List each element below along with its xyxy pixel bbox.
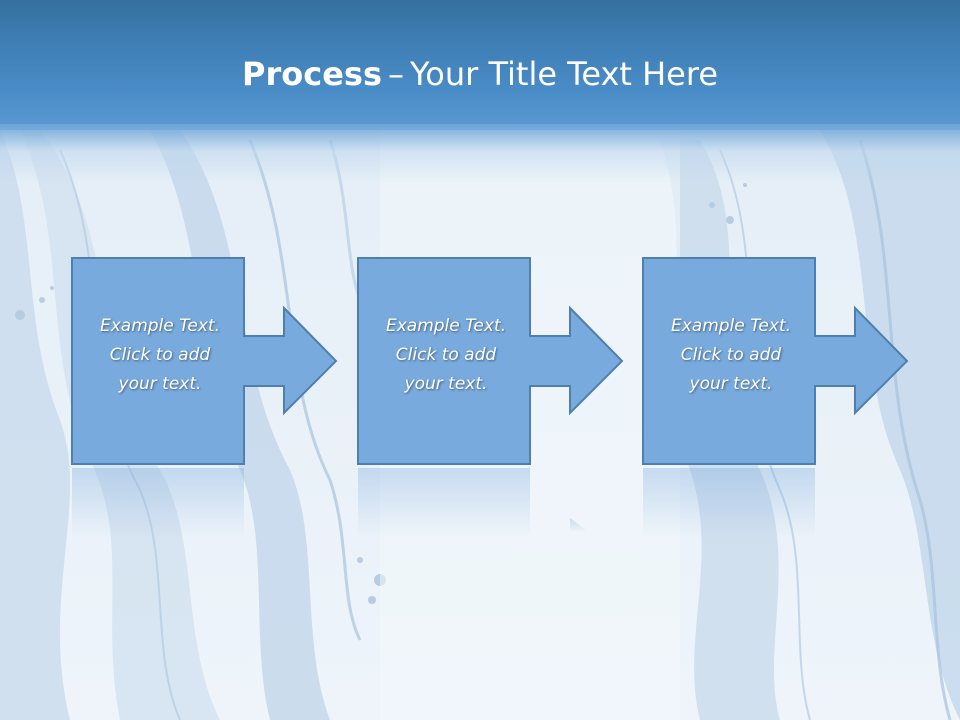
step-text[interactable]: Example Text. Click to add your text. <box>360 312 532 399</box>
step-text-line: Example Text. <box>99 316 221 336</box>
step-text-line: your text. <box>689 374 773 394</box>
title-bold-word: Process <box>242 55 382 93</box>
arrow-box-shape <box>642 257 909 538</box>
step-text-line: Example Text. <box>385 316 507 336</box>
step-text-line: your text. <box>404 374 488 394</box>
process-step-3[interactable]: Example Text. Click to add your text. <box>641 256 931 556</box>
title-separator: – <box>387 55 404 93</box>
step-text[interactable]: Example Text. Click to add your text. <box>74 312 246 399</box>
step-text[interactable]: Example Text. Click to add your text. <box>645 312 817 399</box>
arrow-box-shape <box>357 257 624 538</box>
slide-title[interactable]: Process–Your Title Text Here <box>0 52 960 96</box>
step-text-line: Click to add <box>395 345 497 365</box>
step-text-line: Click to add <box>109 345 211 365</box>
step-text-line: Example Text. <box>670 316 792 336</box>
title-bar <box>0 0 960 130</box>
arrow-box-shape <box>71 257 338 538</box>
step-text-line: Click to add <box>680 345 782 365</box>
process-step-2[interactable]: Example Text. Click to add your text. <box>356 256 646 556</box>
title-text: Your Title Text Here <box>409 55 718 93</box>
title-bar-fade <box>0 124 960 184</box>
process-step-1[interactable]: Example Text. Click to add your text. <box>70 256 360 556</box>
step-text-line: your text. <box>118 374 202 394</box>
